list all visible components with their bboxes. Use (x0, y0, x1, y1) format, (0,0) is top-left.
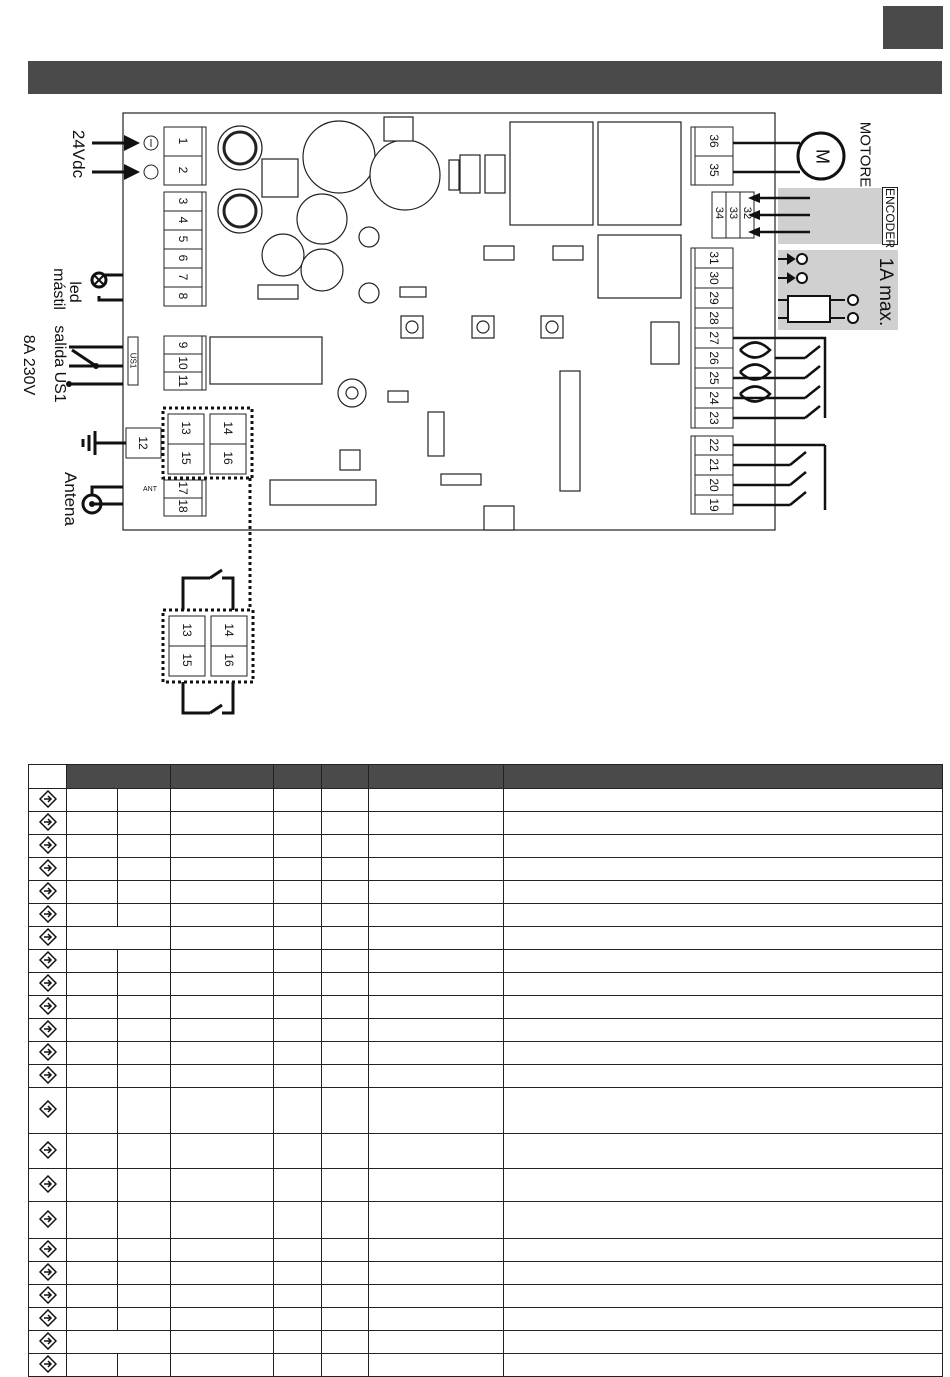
table-row (28, 1261, 943, 1285)
diamond-arrow-icon (28, 926, 67, 950)
diamond-arrow-icon (28, 903, 67, 927)
terminal-table (28, 764, 943, 1377)
safety-switches (733, 336, 827, 420)
terminal-block-23-31 (690, 247, 734, 429)
terminal-block-9-11 (127, 335, 207, 391)
terminal-16-detail-label: 16 (222, 653, 236, 667)
table-row (28, 1330, 943, 1354)
terminal-12 (125, 427, 162, 459)
diamond-arrow-icon (28, 811, 67, 835)
terminal-block-19-22 (690, 435, 734, 515)
table-row (28, 1307, 943, 1331)
table-row (28, 1041, 943, 1065)
table-row (28, 995, 943, 1019)
diamond-arrow-icon (28, 995, 67, 1019)
diamond-arrow-icon (28, 1238, 67, 1262)
diamond-arrow-icon (28, 1087, 67, 1134)
diamond-arrow-icon (28, 1261, 67, 1285)
diamond-arrow-icon (28, 1307, 67, 1331)
table-row (28, 949, 943, 973)
terminal-block-17-18 (163, 479, 207, 517)
table-row (28, 811, 943, 835)
table-row (28, 788, 943, 812)
terminal-15-detail-label: 15 (180, 653, 194, 667)
output-symbols (778, 253, 859, 324)
diamond-arrow-icon (28, 1041, 67, 1065)
diamond-arrow-icon (28, 1064, 67, 1088)
terminal-13-detail-label: 13 (180, 623, 194, 637)
diamond-arrow-icon (28, 857, 67, 881)
table-row (28, 1064, 943, 1088)
table-row (28, 1018, 943, 1042)
motor-wiring (733, 141, 800, 174)
encoder-arrows (748, 193, 810, 237)
diamond-arrow-icon (28, 834, 67, 858)
label-ant: ANT (143, 486, 157, 493)
diamond-arrow-icon (28, 1168, 67, 1202)
table-row (28, 972, 943, 996)
table-row (28, 926, 943, 950)
antenna-icon (81, 485, 123, 515)
command-switches (733, 443, 827, 510)
corner-tab (883, 6, 943, 49)
table-row (28, 1133, 943, 1169)
terminal-14-detail-label: 14 (222, 623, 236, 637)
table-row (28, 1201, 943, 1239)
diamond-arrow-icon (28, 1353, 67, 1377)
diamond-arrow-icon (28, 949, 67, 973)
table-row (28, 1168, 943, 1202)
table-row (28, 1238, 943, 1262)
motor-icon (796, 131, 846, 181)
earth-icon (81, 431, 126, 455)
power-input-arrows (92, 135, 140, 180)
diamond-arrow-icon (28, 1284, 67, 1308)
terminal-block-3-8 (163, 191, 207, 307)
wiring-diagram (66, 112, 898, 531)
table-row (28, 880, 943, 904)
table-row (28, 1284, 943, 1308)
diamond-arrow-icon (28, 1201, 67, 1239)
terminal-block-13-16-dotted (161, 406, 254, 480)
diamond-arrow-icon (28, 788, 67, 812)
table-row (28, 834, 943, 858)
table-row (28, 1353, 943, 1377)
diamond-arrow-icon (28, 880, 67, 904)
diamond-arrow-icon (28, 972, 67, 996)
diamond-arrow-icon (28, 1330, 67, 1354)
terminal-block-13-16-detail (161, 478, 255, 715)
title-bar (28, 61, 942, 94)
terminal-block-32-34 (711, 191, 755, 239)
terminal-block-1-2 (163, 126, 207, 186)
table-row (28, 1087, 943, 1134)
board-components (209, 116, 682, 531)
diamond-arrow-icon (28, 1133, 67, 1169)
terminal-block-35-36 (690, 126, 734, 186)
table-row (28, 903, 943, 927)
diamond-arrow-icon (28, 1018, 67, 1042)
table-header (28, 764, 943, 789)
table-row (28, 857, 943, 881)
